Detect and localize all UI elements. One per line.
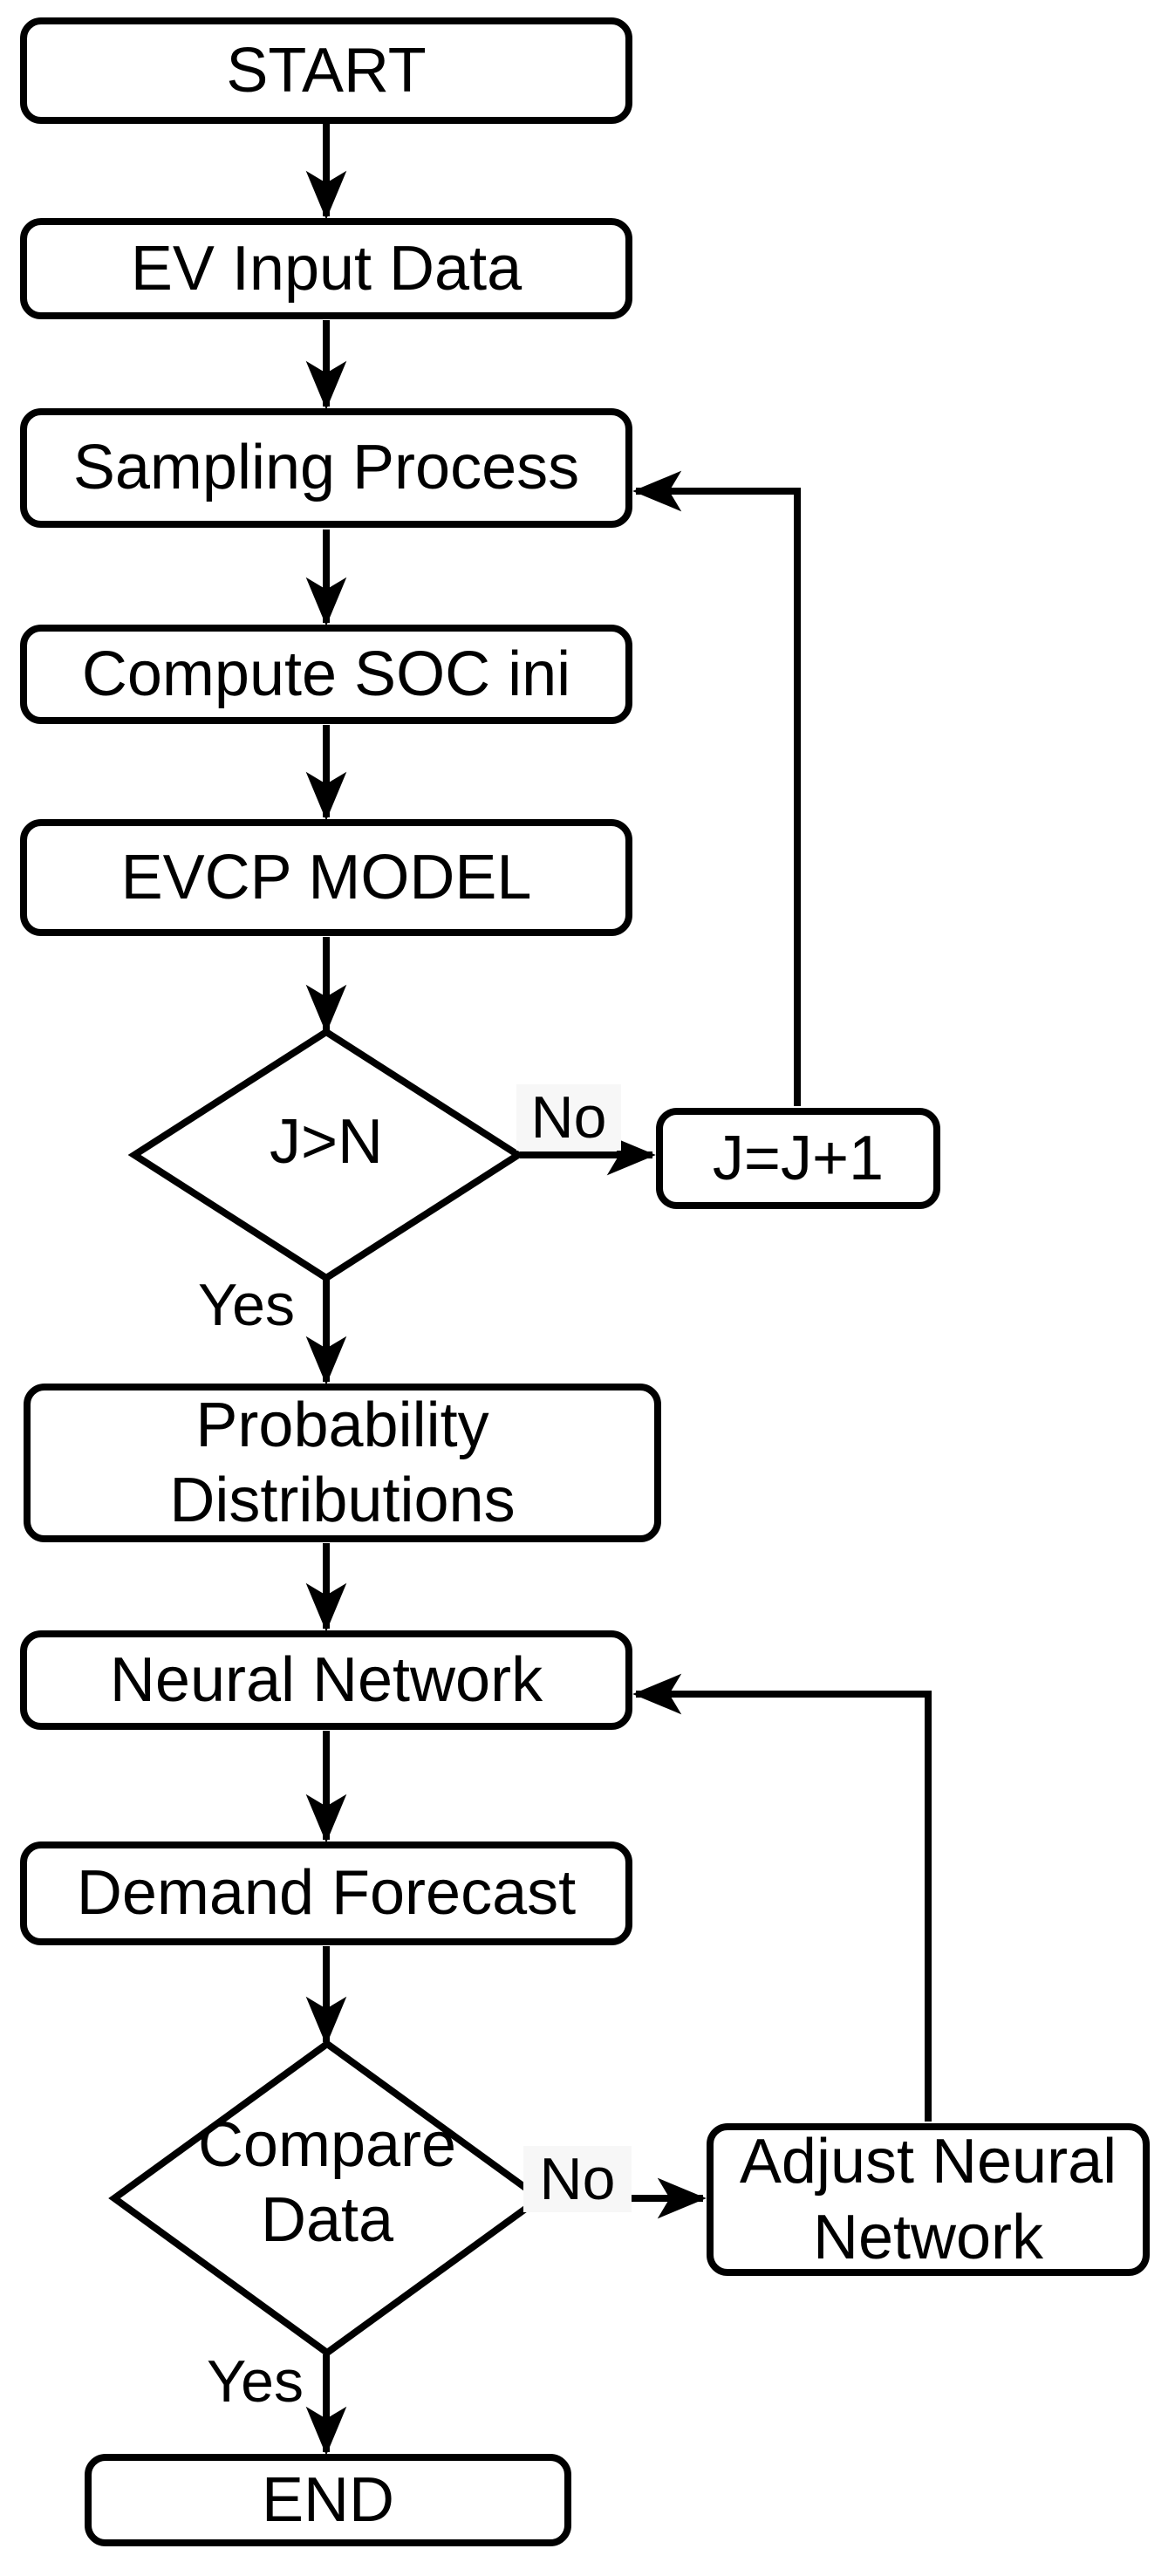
node-neural-network: Neural Network bbox=[20, 1630, 632, 1730]
node-compute-soc-ini: Compute SOC ini bbox=[20, 625, 632, 724]
node-probability-distributions: Probability Distributions bbox=[24, 1384, 661, 1542]
node-end: END bbox=[85, 2454, 571, 2546]
node-ev-input-data: EV Input Data bbox=[20, 218, 632, 319]
node-adjust-neural-network: Adjust Neural Network bbox=[707, 2123, 1150, 2276]
edge-adjust-nn-to-neural-net-loop bbox=[632, 1673, 932, 2122]
edge-label-yes-bottom: Yes bbox=[207, 2348, 304, 2415]
decision-j-gt-n-shape bbox=[127, 1028, 525, 1282]
edge-j-inc-to-sampling-loop bbox=[632, 470, 801, 1106]
edge-label-no-top: No bbox=[516, 1084, 621, 1151]
node-j-increment: J=J+1 bbox=[656, 1108, 940, 1209]
decision-compare-data-label: Compare Data bbox=[197, 2109, 457, 2255]
node-evcp-model: EVCP MODEL bbox=[20, 819, 632, 936]
node-start: START bbox=[20, 17, 632, 124]
edge-label-no-bottom: No bbox=[523, 2146, 632, 2212]
edge-label-yes-top: Yes bbox=[198, 1272, 295, 1338]
node-sampling-process: Sampling Process bbox=[20, 408, 632, 528]
decision-j-gt-n-label: J>N bbox=[269, 1106, 384, 1177]
node-demand-forecast: Demand Forecast bbox=[20, 1841, 632, 1945]
decision-compare-data-shape bbox=[108, 2040, 546, 2357]
